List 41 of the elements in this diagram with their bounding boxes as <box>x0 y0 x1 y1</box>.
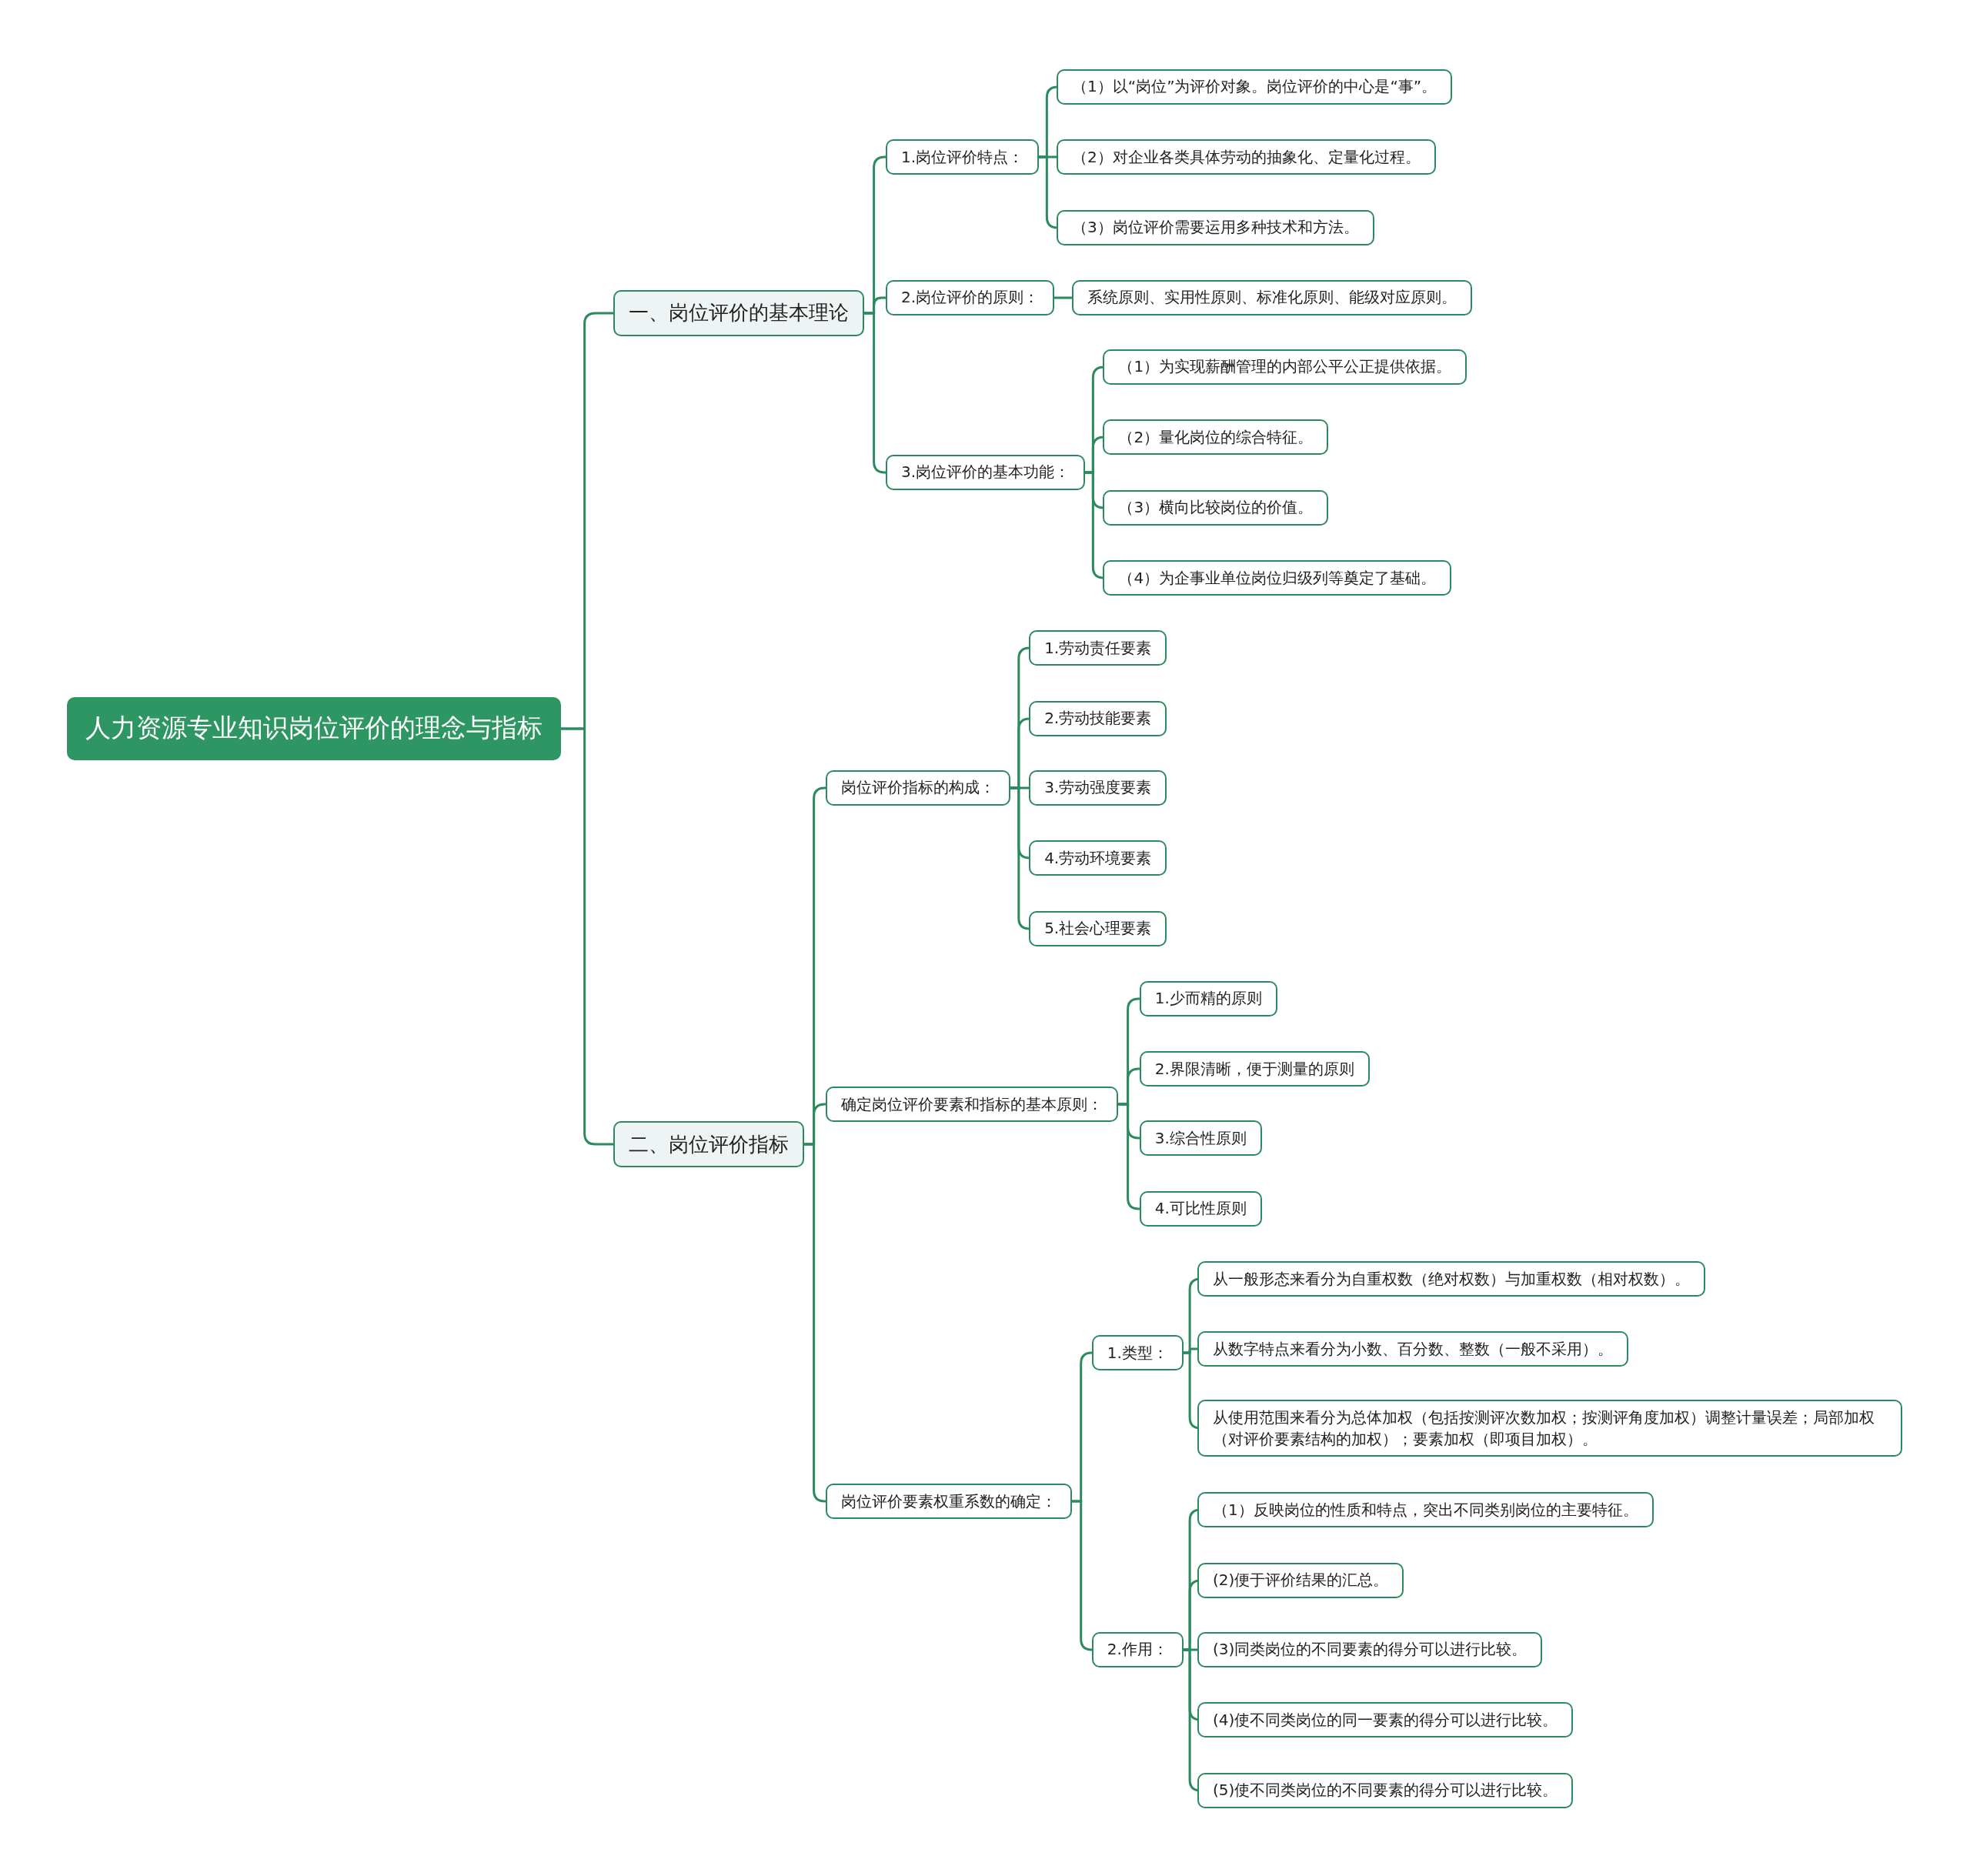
topic-box: 3.劳动强度要素 <box>1029 769 1167 806</box>
topic-box: 3.岗位评价的基本功能： <box>886 454 1086 490</box>
branch-topic-box: 一、岗位评价的基本理论 <box>613 289 864 336</box>
topic-box: （3）岗位评价需要运用多种技术和方法。 <box>1057 209 1374 245</box>
topic-box: 4.劳动环境要素 <box>1029 840 1167 876</box>
topic-box: 岗位评价指标的构成： <box>825 769 1010 806</box>
topic-box: 从使用范围来看分为总体加权（包括按测评次数加权；按测评角度加权）调整计量误差；局部加权（对评价要素结构的加权）；要素加权（即项目加权）。 <box>1197 1400 1902 1457</box>
topic-box: （1）为实现薪酬管理的内部公平公正提供依据。 <box>1103 349 1467 385</box>
topic-box: 2.劳动技能要素 <box>1029 700 1167 736</box>
topic-box: 4.可比性原则 <box>1139 1190 1262 1227</box>
topic-box: 1.少而精的原则 <box>1139 980 1277 1016</box>
connector-line <box>1054 296 1072 299</box>
topic-box: 从一般形态来看分为自重权数（绝对权数）与加重权数（相对权数）。 <box>1197 1261 1705 1297</box>
connector-line <box>1118 1103 1140 1210</box>
topic-box: （2）量化岗位的综合特征。 <box>1103 419 1329 456</box>
connector-line <box>804 1143 826 1503</box>
topic-box: 3.综合性原则 <box>1139 1120 1262 1157</box>
topic-box: 系统原则、实用性原则、标准化原则、能级对应原则。 <box>1071 279 1472 315</box>
topic-box: (3)同类岗位的不同要素的得分可以进行比较。 <box>1197 1631 1543 1667</box>
branch-topic-box: 二、岗位评价指标 <box>613 1121 804 1168</box>
connector-line <box>561 727 613 1146</box>
topic-box: 2.作用： <box>1091 1631 1184 1667</box>
topic-box: （1）以“岗位”为评价对象。岗位评价的中心是“事”。 <box>1057 68 1453 105</box>
topic-box: 1.劳动责任要素 <box>1029 630 1167 666</box>
topic-box: 2.岗位评价的原则： <box>886 279 1055 315</box>
topic-box: 1.类型： <box>1091 1335 1184 1371</box>
topic-box: （1）反映岗位的性质和特点，突出不同类别岗位的主要特征。 <box>1197 1492 1654 1528</box>
topic-box: 1.岗位评价特点： <box>886 139 1040 175</box>
topic-box: 岗位评价要素权重系数的确定： <box>825 1484 1072 1519</box>
topic-box: 5.社会心理要素 <box>1029 910 1167 946</box>
topic-box: 从数字特点来看分为小数、百分数、整数（一般不采用）。 <box>1197 1331 1628 1367</box>
connector-line <box>864 312 886 474</box>
topic-box: （2）对企业各类具体劳动的抽象化、定量化过程。 <box>1057 139 1436 175</box>
topic-box: (2)便于评价结果的汇总。 <box>1197 1562 1404 1598</box>
topic-box: （4）为企事业单位岗位归级列等奠定了基础。 <box>1103 560 1452 596</box>
topic-box: 确定岗位评价要素和指标的基本原则： <box>825 1087 1118 1123</box>
topic-box: 2.界限清晰，便于测量的原则 <box>1139 1051 1370 1087</box>
topic-box: (5)使不同类岗位的不同要素的得分可以进行比较。 <box>1197 1772 1574 1808</box>
topic-box: (4)使不同类岗位的同一要素的得分可以进行比较。 <box>1197 1702 1574 1738</box>
topic-box: （3）横向比较岗位的价值。 <box>1103 489 1329 526</box>
root-topic-box: 人力资源专业知识岗位评价的理念与指标 <box>66 696 561 760</box>
